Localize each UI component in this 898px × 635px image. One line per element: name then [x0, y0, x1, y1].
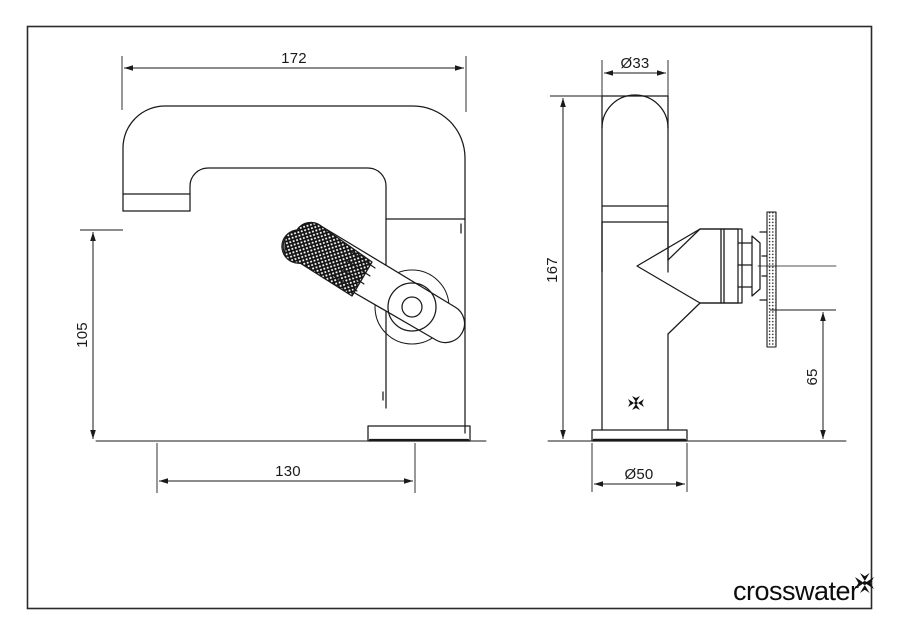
lever-handle [281, 221, 466, 345]
spout-outer-profile [122, 105, 466, 434]
dim-overall-width: 172 [121, 50, 467, 112]
brand-x-mark-icon [855, 573, 874, 593]
brand-logo: crosswater [733, 573, 874, 606]
dim-label-diameter-33: Ø33 [621, 55, 650, 72]
side-view [547, 94, 847, 442]
handle-stem-upper [667, 228, 701, 261]
handle-pivot-outer [387, 282, 437, 332]
front-view-dimensions: 172 105 130 [74, 50, 467, 493]
lever-grip-transition [333, 251, 376, 292]
front-view [95, 105, 487, 442]
brand-wordmark: crosswater [733, 576, 859, 606]
deck-plate [367, 425, 471, 442]
handle-cap [766, 211, 777, 348]
handle-stem-lower [667, 302, 701, 335]
handle-pivot-inner [401, 296, 423, 318]
dim-overall-height: 167 [544, 95, 602, 439]
dim-label-172: 172 [281, 50, 307, 67]
dim-spout-height: 105 [74, 229, 123, 439]
spline-outline [751, 235, 761, 297]
dim-label-105: 105 [74, 322, 91, 348]
handle-wedge [636, 228, 743, 304]
body-dome [601, 94, 669, 129]
lever-grip-outline [281, 221, 373, 297]
side-view-dimensions: Ø33 167 65 Ø50 [544, 55, 836, 492]
dim-label-167: 167 [544, 257, 561, 283]
spout-inner-profile [189, 167, 387, 409]
body-brand-x-icon [628, 396, 644, 410]
dim-spout-reach: 130 [156, 443, 416, 493]
dim-label-diameter-50: Ø50 [625, 466, 654, 483]
dim-body-diameter: Ø33 [601, 55, 669, 100]
dim-base-diameter: Ø50 [591, 443, 688, 492]
dim-label-65: 65 [804, 368, 821, 385]
dim-label-130: 130 [275, 463, 301, 480]
dim-handle-height: 65 [770, 309, 836, 439]
sheet-border [26, 25, 873, 610]
